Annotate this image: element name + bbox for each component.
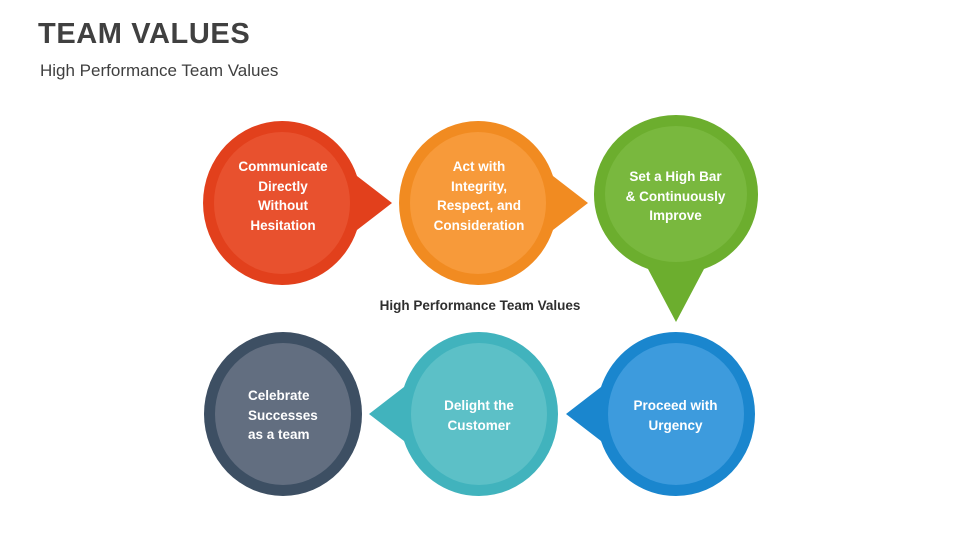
node-shape-integrity[interactable] — [399, 120, 588, 286]
page-subtitle: High Performance Team Values — [40, 61, 279, 80]
node-shape-delight[interactable] — [369, 331, 558, 497]
node-inner-integrity — [410, 132, 546, 274]
node-inner-delight — [411, 343, 547, 485]
node-shape-highbar[interactable] — [593, 115, 759, 322]
node-inner-urgency — [608, 343, 744, 485]
node-inner-communicate — [214, 132, 350, 274]
node-inner-highbar — [605, 126, 747, 262]
node-shape-communicate[interactable] — [203, 120, 392, 286]
node-shape-urgency[interactable] — [566, 331, 755, 497]
page-title: TEAM VALUES — [38, 18, 251, 50]
node-shape-celebrate[interactable] — [204, 332, 362, 496]
node-inner-celebrate — [215, 343, 351, 485]
